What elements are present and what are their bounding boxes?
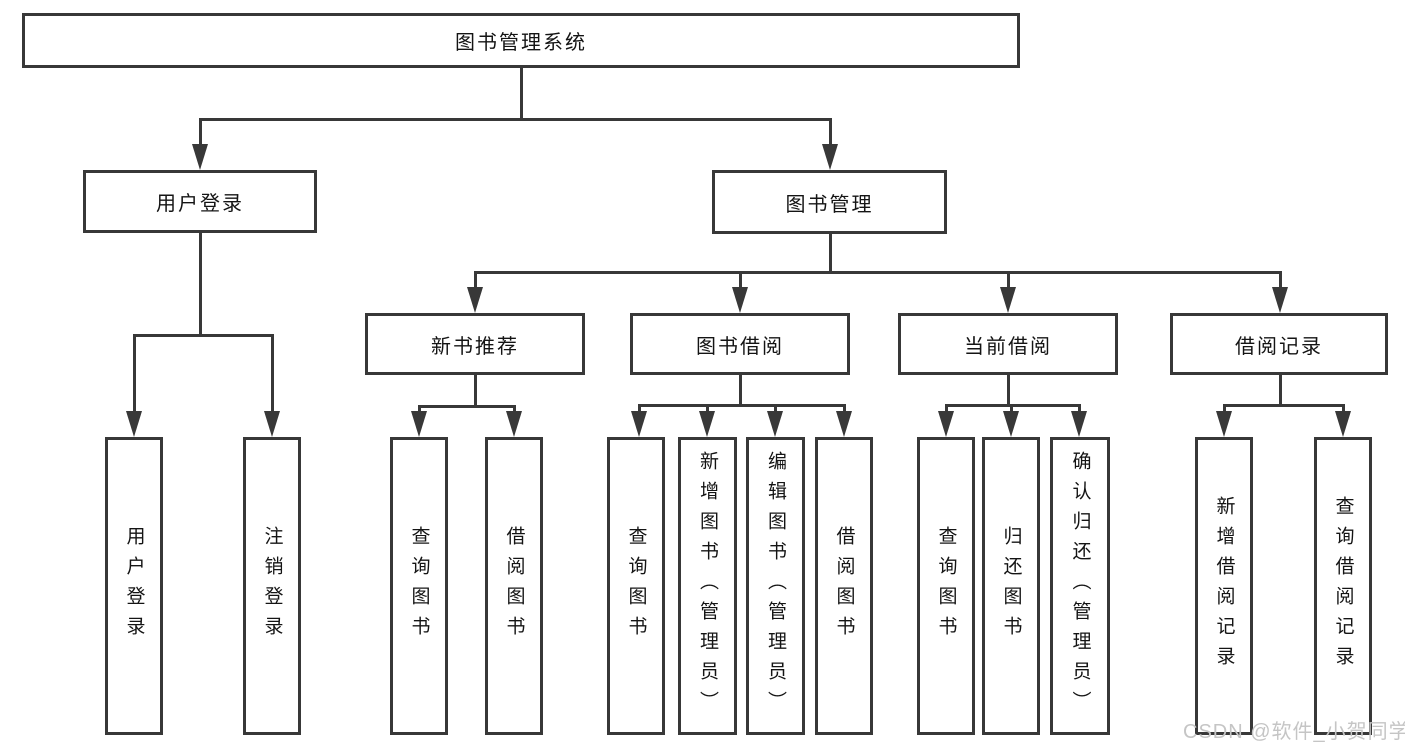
connector-line: [945, 404, 948, 413]
connector-line: [513, 405, 516, 414]
connector-line: [1279, 375, 1282, 407]
node-user-login-group: 用户登录: [83, 170, 317, 233]
connector-line: [133, 334, 274, 337]
leaf-borrow-book-recommend: 借阅图书: [485, 437, 543, 735]
arrow-down-icon: [1003, 411, 1019, 437]
node-book-borrowing: 图书借阅: [630, 313, 850, 375]
node-book-management-label: 图书管理: [785, 193, 874, 216]
leaf-add-book-admin: 新增图书（管理员）: [678, 437, 737, 735]
connector-line: [418, 405, 516, 408]
connector-line: [133, 334, 136, 414]
arrow-down-icon: [467, 287, 483, 313]
leaf-query-book-recommend: 查询图书: [390, 437, 448, 735]
leaf-borrow-book-borrowing: 借阅图书: [815, 437, 873, 735]
arrow-down-icon: [411, 411, 427, 437]
leaf-confirm-return-admin-label: 确认归还（管理员）: [1069, 451, 1091, 721]
node-current-borrowing: 当前借阅: [898, 313, 1118, 375]
leaf-edit-book-admin-label: 编辑图书（管理员）: [765, 451, 786, 721]
node-current-borrowing-label: 当前借阅: [964, 335, 1052, 358]
node-new-book-recommend: 新书推荐: [365, 313, 585, 375]
csdn-watermark: CSDN @软件_小贺同学: [1183, 721, 1405, 743]
leaf-query-book-borrowing-label: 查询图书: [625, 526, 647, 646]
leaf-logout-login: 注销登录: [243, 437, 301, 735]
connector-line: [739, 375, 742, 407]
node-root-label: 图书管理系统: [455, 32, 587, 54]
connector-line: [638, 404, 641, 413]
connector-line: [1007, 375, 1010, 407]
leaf-query-book-borrowing: 查询图书: [607, 437, 665, 735]
arrow-down-icon: [822, 144, 838, 170]
connector-line: [271, 334, 274, 414]
arrow-down-icon: [732, 287, 748, 313]
connector-line: [1010, 404, 1013, 413]
connector-line: [829, 234, 832, 274]
leaf-add-book-admin-label: 新增图书（管理员）: [697, 451, 718, 721]
node-root: 图书管理系统: [22, 13, 1020, 68]
leaf-query-book-current: 查询图书: [917, 437, 975, 735]
connector-line: [829, 118, 832, 148]
leaf-query-book-current-label: 查询图书: [935, 526, 957, 646]
arrow-down-icon: [1335, 411, 1351, 437]
arrow-down-icon: [631, 411, 647, 437]
arrow-down-icon: [938, 411, 954, 437]
connector-line: [199, 233, 202, 337]
node-borrowing-records: 借阅记录: [1170, 313, 1388, 375]
connector-line: [1279, 271, 1282, 289]
arrow-down-icon: [1272, 287, 1288, 313]
arrow-down-icon: [1071, 411, 1087, 437]
arrow-down-icon: [126, 411, 142, 437]
arrow-down-icon: [1216, 411, 1232, 437]
node-book-management: 图书管理: [712, 170, 947, 234]
connector-line: [1223, 404, 1345, 407]
leaf-user-login: 用户登录: [105, 437, 163, 735]
arrow-down-icon: [699, 411, 715, 437]
connector-line: [199, 118, 832, 121]
connector-line: [474, 375, 477, 408]
node-new-book-recommend-label: 新书推荐: [431, 335, 519, 358]
node-user-login-group-label: 用户登录: [156, 193, 244, 215]
leaf-query-borrow-record-label: 查询借阅记录: [1332, 496, 1354, 676]
connector-line: [199, 118, 202, 148]
connector-line: [520, 68, 523, 121]
connector-line: [1342, 404, 1345, 413]
connector-line: [739, 271, 742, 289]
arrow-down-icon: [1000, 287, 1016, 313]
leaf-add-borrow-record-label: 新增借阅记录: [1213, 496, 1235, 676]
connector-line: [474, 271, 477, 289]
connector-line: [945, 404, 1081, 407]
leaf-logout-login-label: 注销登录: [261, 526, 283, 646]
arrow-down-icon: [192, 144, 208, 170]
leaf-edit-book-admin: 编辑图书（管理员）: [746, 437, 805, 735]
connector-line: [1223, 404, 1226, 413]
arrow-down-icon: [767, 411, 783, 437]
arrow-down-icon: [506, 411, 522, 437]
leaf-query-borrow-record: 查询借阅记录: [1314, 437, 1372, 735]
connector-line: [638, 404, 846, 407]
connector-line: [474, 271, 1281, 274]
node-book-borrowing-label: 图书借阅: [696, 335, 784, 358]
arrow-down-icon: [264, 411, 280, 437]
connector-line: [1078, 404, 1081, 413]
connector-line: [843, 404, 846, 413]
arrow-down-icon: [836, 411, 852, 437]
connector-line: [418, 405, 421, 414]
connector-line: [706, 404, 709, 413]
leaf-borrow-book-recommend-label: 借阅图书: [503, 526, 525, 646]
leaf-return-book-label: 归还图书: [1000, 526, 1022, 646]
leaf-query-book-recommend-label: 查询图书: [408, 526, 430, 646]
leaf-confirm-return-admin: 确认归还（管理员）: [1050, 437, 1110, 735]
leaf-return-book: 归还图书: [982, 437, 1040, 735]
leaf-user-login-label: 用户登录: [123, 526, 145, 646]
connector-line: [774, 404, 777, 413]
connector-line: [1007, 271, 1010, 289]
leaf-borrow-book-borrowing-label: 借阅图书: [833, 526, 855, 646]
node-borrowing-records-label: 借阅记录: [1235, 335, 1323, 358]
leaf-add-borrow-record: 新增借阅记录: [1195, 437, 1253, 735]
